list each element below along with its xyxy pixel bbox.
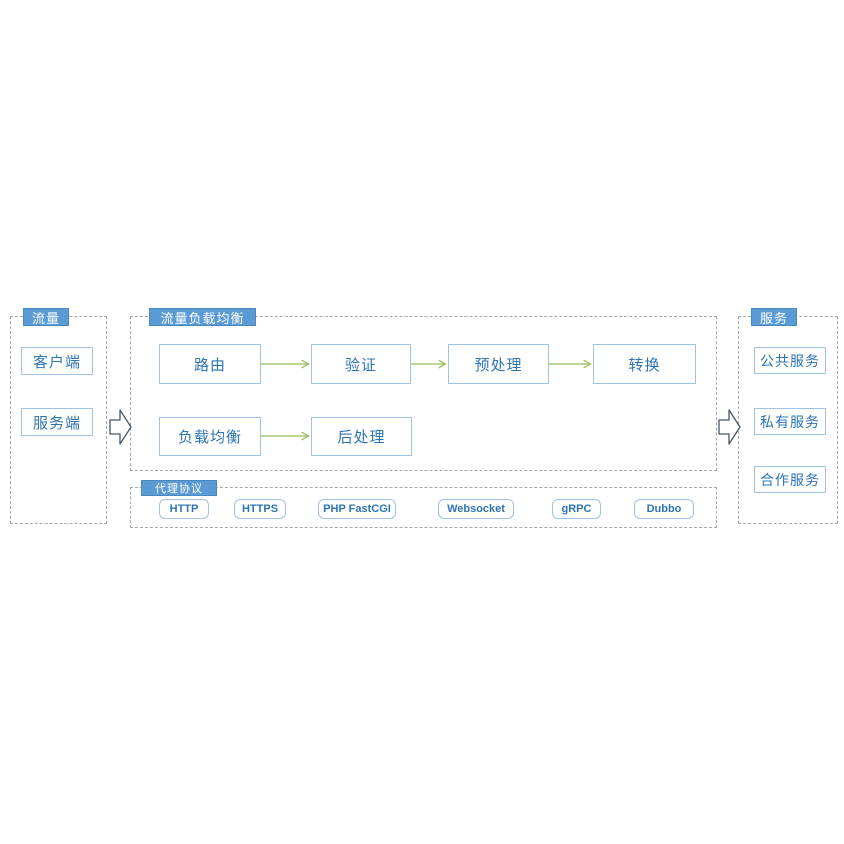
- preprocess-node: 预处理: [448, 344, 549, 384]
- services-panel: 服务 公共服务 私有服务 合作服务: [738, 308, 838, 524]
- load-balance-node: 负载均衡: [159, 417, 261, 456]
- proxy-protocols-panel: 代理协议 HTTP HTTPS PHP FastCGI Websocket gR…: [130, 480, 717, 528]
- public-services-node: 公共服务: [754, 347, 826, 374]
- protocol-https: HTTPS: [234, 499, 286, 519]
- services-panel-title: 服务: [751, 308, 797, 326]
- client-node: 客户端: [21, 347, 93, 375]
- partner-services-node: 合作服务: [754, 466, 826, 493]
- postprocess-node: 后处理: [311, 417, 412, 456]
- private-services-node: 私有服务: [754, 408, 826, 435]
- flow-arrow-right-icon: [109, 409, 132, 445]
- verify-node: 验证: [311, 344, 411, 384]
- proxy-protocols-panel-title: 代理协议: [141, 480, 217, 496]
- protocol-http: HTTP: [159, 499, 209, 519]
- pipeline-connectors: [261, 317, 718, 472]
- load-balancer-panel-title: 流量负载均衡: [149, 308, 256, 326]
- server-node: 服务端: [21, 408, 93, 436]
- load-balancer-panel: 流量负载均衡 路由 验证 预处理 转换 负载均衡 后处理: [130, 308, 718, 472]
- protocol-grpc: gRPC: [552, 499, 601, 519]
- flow-arrow-right-icon: [718, 409, 741, 445]
- protocol-websocket: Websocket: [438, 499, 514, 519]
- protocol-php-fastcgi: PHP FastCGI: [318, 499, 396, 519]
- traffic-panel: 流量 客户端 服务端: [10, 308, 107, 524]
- route-node: 路由: [159, 344, 261, 384]
- protocol-dubbo: Dubbo: [634, 499, 694, 519]
- transform-node: 转换: [593, 344, 696, 384]
- traffic-panel-title: 流量: [23, 308, 69, 326]
